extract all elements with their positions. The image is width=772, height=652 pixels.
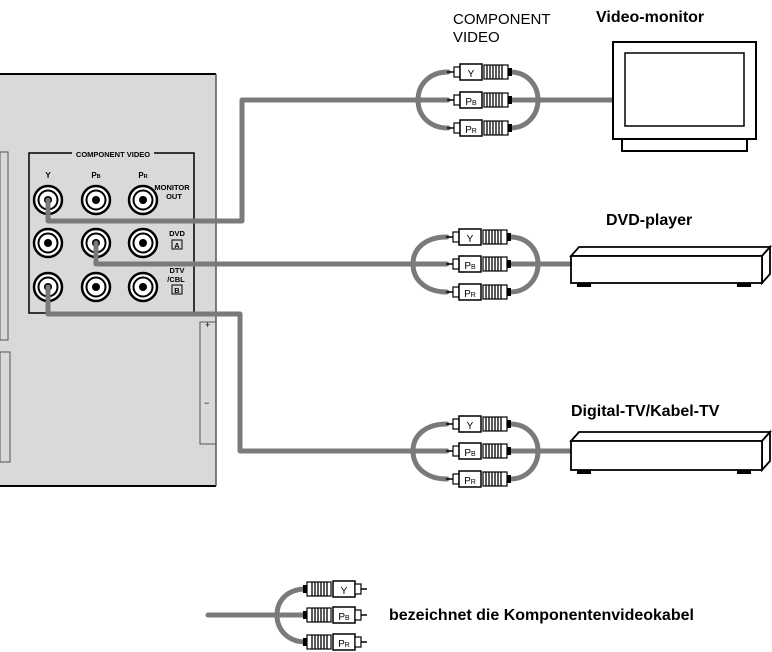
cable-monitor-out-branches xyxy=(507,69,616,131)
svg-text:PR: PR xyxy=(464,476,476,487)
panel-slot-upper xyxy=(0,151,9,341)
plug-set-monitor: Y PB PR xyxy=(447,63,512,137)
component-video-heading-2: VIDEO xyxy=(453,29,500,46)
dtv-box-front xyxy=(570,440,763,471)
jack-column-pr: PR xyxy=(138,171,147,180)
cable-monitor-pr-branch xyxy=(415,97,451,131)
plug-dvd-y: Y xyxy=(446,228,511,246)
plug-monitor-pb: PB xyxy=(447,91,512,109)
cable-dvd-bundle xyxy=(93,240,416,267)
cable-monitor-bundle xyxy=(45,97,421,224)
dvd-badge: A xyxy=(174,241,180,250)
side-minus-mark: − xyxy=(204,398,209,408)
jack-dtv-pb xyxy=(80,271,112,303)
monitor-stand xyxy=(621,138,748,152)
digital-tv-box xyxy=(568,429,772,474)
svg-text:PB: PB xyxy=(464,261,476,272)
panel-slot-lower xyxy=(0,351,11,463)
plug-monitor-y: Y xyxy=(447,63,512,81)
dtv-box-foot-right xyxy=(737,470,751,474)
monitor-out-label-2: OUT xyxy=(166,192,182,201)
cable-legend-branches xyxy=(274,586,309,645)
svg-text:PR: PR xyxy=(465,125,477,136)
svg-text:PR: PR xyxy=(338,639,350,650)
digital-tv-label: Digital-TV/Kabel-TV xyxy=(571,403,720,420)
jack-grid xyxy=(32,184,159,303)
dvd-player-foot-left xyxy=(577,283,591,287)
jack-monitor-out-pb xyxy=(80,184,112,216)
dvd-player-foot-right xyxy=(737,283,751,287)
dtv-badge-box xyxy=(171,284,183,295)
jack-dtv-pr xyxy=(127,271,159,303)
svg-text:Y: Y xyxy=(341,586,348,597)
svg-text:PB: PB xyxy=(338,612,350,623)
plug-dvd-pr: PR xyxy=(446,283,511,301)
video-monitor-label: Video-monitor xyxy=(596,9,704,26)
video-monitor xyxy=(612,41,757,152)
component-video-heading: COMPONENT xyxy=(453,11,551,28)
plug-dtv-pb: PB xyxy=(446,442,511,460)
legend-description: bezeichnet die Komponentenvideokabel xyxy=(389,607,694,624)
cable-dvd-out-branches xyxy=(507,234,574,295)
jack-dvd-pr xyxy=(127,227,159,259)
plug-set-dvd: Y PB PR xyxy=(446,228,511,301)
svg-text:Y: Y xyxy=(467,234,474,245)
cable-dtv-out-branches xyxy=(507,421,574,482)
plug-legend-pr: PR xyxy=(303,633,367,651)
cable-dtv-bundle xyxy=(45,284,416,454)
monitor-out-label: MONITOR xyxy=(154,183,190,192)
dvd-badge-box xyxy=(171,239,183,250)
dvd-player-front xyxy=(570,255,763,284)
side-plus-mark: + xyxy=(205,320,210,330)
dtv-cbl-label-2: /CBL xyxy=(167,275,185,284)
plug-monitor-pr: PR xyxy=(447,119,512,137)
jack-dvd-y xyxy=(32,227,64,259)
jack-column-pb: PB xyxy=(91,171,100,180)
plug-dtv-pr: PR xyxy=(446,470,511,488)
cables xyxy=(45,69,616,645)
plug-dtv-y: Y xyxy=(446,415,511,433)
plug-set-dtv: Y PB PR xyxy=(446,415,511,488)
speaker-terminal-strip xyxy=(199,321,217,445)
cable-dvd-in-branches xyxy=(410,234,450,295)
monitor-screen xyxy=(624,52,745,127)
jack-monitor-out-pr xyxy=(127,184,159,216)
plug-set-legend: Y PB PR xyxy=(303,580,367,651)
receiver-rear-panel: + − COMPONENT VIDEO Y PB PR MONITOR OUT … xyxy=(0,73,217,487)
plug-legend-pb: PB xyxy=(303,606,367,624)
plug-dvd-pb: PB xyxy=(446,255,511,273)
svg-text:Y: Y xyxy=(468,69,475,80)
cable-monitor-y-branch xyxy=(415,69,451,103)
dvd-player-label: DVD-player xyxy=(606,212,692,229)
svg-text:PB: PB xyxy=(464,448,476,459)
plug-legend-y: Y xyxy=(303,580,367,598)
dtv-box-foot-left xyxy=(577,470,591,474)
cable-dtv-in-branches xyxy=(410,421,450,482)
svg-text:Y: Y xyxy=(467,421,474,432)
jack-column-y: Y xyxy=(45,171,51,180)
jack-frame-title-gap xyxy=(72,148,154,158)
dtv-box-top xyxy=(568,431,772,442)
component-video-panel-title: COMPONENT VIDEO xyxy=(76,150,150,159)
dtv-badge: B xyxy=(174,286,180,295)
dvd-player xyxy=(568,244,772,287)
dvd-input-label: DVD xyxy=(169,229,185,238)
dvd-player-top xyxy=(568,246,772,257)
dtv-cbl-label: DTV xyxy=(170,266,185,275)
svg-text:PB: PB xyxy=(465,97,477,108)
svg-text:PR: PR xyxy=(464,289,476,300)
